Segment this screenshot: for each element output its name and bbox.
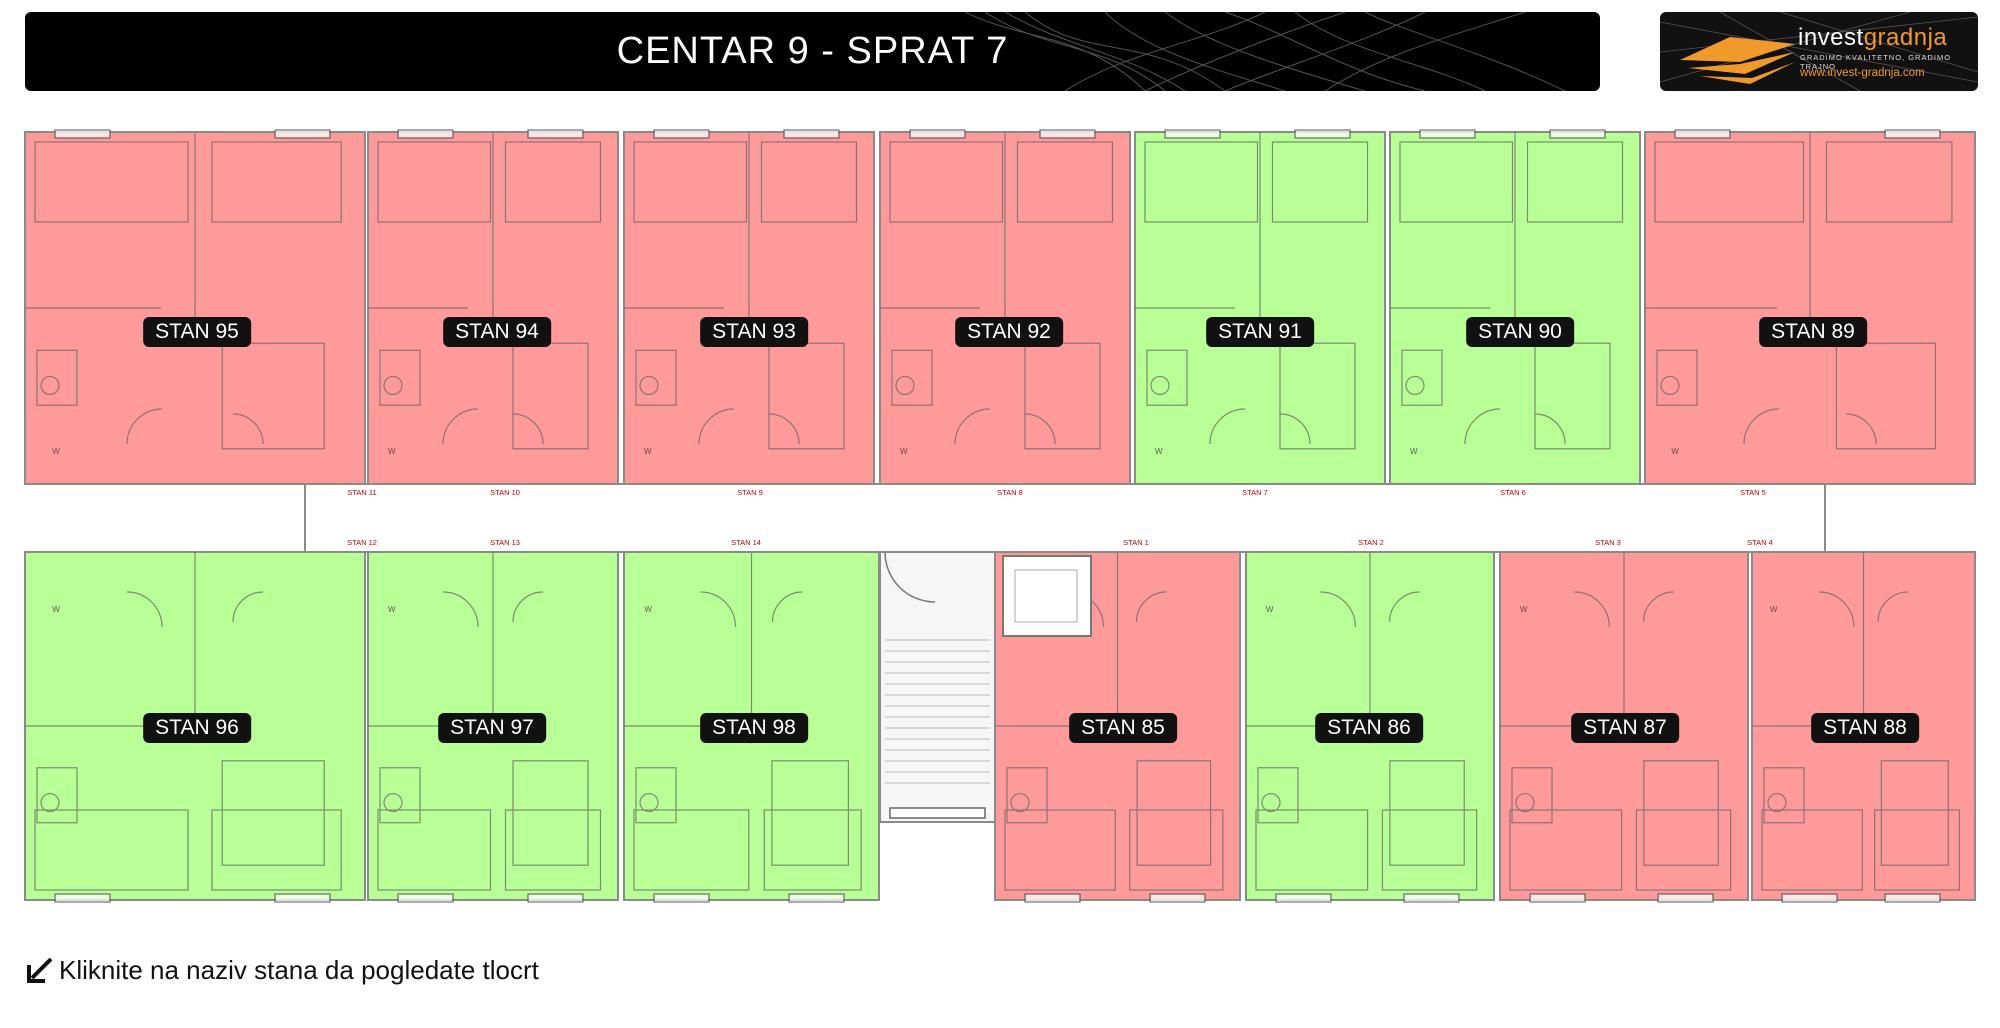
apartment-name-button[interactable]: STAN 93	[700, 317, 808, 347]
apartment-interior: W	[1500, 552, 1732, 903]
room-mark: W	[1410, 447, 1418, 456]
corridor-unit-label: STAN 5	[1740, 488, 1766, 497]
apartment-name-button[interactable]: STAN 88	[1811, 713, 1919, 743]
room-mark: W	[644, 447, 652, 456]
apartment-interior: W	[624, 129, 858, 456]
apartment-interior: W	[1645, 129, 1953, 456]
apartment-interior: W	[25, 129, 342, 456]
apartment-name-button[interactable]: STAN 85	[1069, 713, 1177, 743]
corridor-unit-label: STAN 6	[1500, 488, 1526, 497]
room-mark: W	[1520, 605, 1528, 614]
entry-door-arc	[884, 551, 936, 603]
room-mark: W	[1155, 447, 1163, 456]
logo-tagline: GRADIMO KVALITETNO, GRADIMO TRAJNO	[1800, 53, 1952, 71]
corridor-unit-label: STAN 12	[347, 538, 377, 547]
apartment-name-button[interactable]: STAN 92	[955, 317, 1063, 347]
logo-wordmark: investgradnja	[1798, 24, 1947, 52]
apartment-interior: W	[1752, 552, 1960, 903]
apartment-name-button[interactable]: STAN 90	[1466, 317, 1574, 347]
arrow-down-left-icon	[27, 957, 53, 983]
room-mark: W	[1671, 447, 1679, 456]
room-mark: W	[52, 447, 60, 456]
corridor-unit-label: STAN 2	[1358, 538, 1384, 547]
stairs	[885, 639, 990, 784]
apartment-name-button[interactable]: STAN 94	[443, 317, 551, 347]
room-mark: W	[1266, 605, 1274, 614]
corridor-unit-label: STAN 13	[490, 538, 520, 547]
hint-text: Kliknite na naziv stana da pogledate tlo…	[59, 954, 539, 985]
logo-wordmark-part1: invest	[1798, 24, 1864, 51]
corridor	[304, 483, 1826, 553]
logo-url[interactable]: www.invest-gradnja.com	[1800, 67, 1925, 79]
title-bar: CENTAR 9 - SPRAT 7	[25, 12, 1600, 91]
apartment-name-button[interactable]: STAN 98	[700, 713, 808, 743]
corridor-unit-label: STAN 8	[997, 488, 1023, 497]
apartment-interior: W	[368, 129, 602, 456]
room-mark: W	[388, 447, 396, 456]
logo-mark-icon	[1660, 12, 1978, 91]
elevator	[1002, 555, 1092, 637]
company-logo[interactable]: investgradnja GRADIMO KVALITETNO, GRADIM…	[1660, 12, 1978, 91]
corridor-unit-label: STAN 11	[347, 488, 376, 497]
corridor-unit-label: STAN 10	[490, 488, 520, 497]
apartment-interior: W	[880, 129, 1114, 456]
wave-pattern-decoration	[965, 12, 1566, 91]
room-mark: W	[1770, 605, 1778, 614]
room-mark: W	[388, 605, 396, 614]
apartment-interior: W	[1135, 129, 1369, 456]
page-title: CENTAR 9 - SPRAT 7	[616, 30, 1009, 72]
apartment-name-button[interactable]: STAN 86	[1315, 713, 1423, 743]
apartment-name-button[interactable]: STAN 89	[1759, 317, 1867, 347]
apartment-name-button[interactable]: STAN 96	[143, 713, 251, 743]
apartment-name-button[interactable]: STAN 95	[143, 317, 251, 347]
corridor-unit-label: STAN 1	[1123, 538, 1149, 547]
apartment-name-button[interactable]: STAN 87	[1571, 713, 1679, 743]
logo-wordmark-part2: gradnja	[1863, 24, 1948, 51]
room-mark: W	[900, 447, 908, 456]
instruction-hint: Kliknite na naziv stana da pogledate tlo…	[25, 950, 539, 990]
stair-window	[889, 807, 986, 819]
apartment-interior: W	[1390, 129, 1624, 456]
corridor-unit-label: STAN 9	[737, 488, 763, 497]
apartment-interior: W	[995, 552, 1224, 903]
room-mark: W	[644, 605, 652, 614]
apartment-interior: W	[25, 552, 342, 903]
corridor-unit-label: STAN 7	[1242, 488, 1268, 497]
apartment-name-button[interactable]: STAN 97	[438, 713, 546, 743]
room-mark: W	[52, 605, 60, 614]
apartment-name-button[interactable]: STAN 91	[1206, 317, 1314, 347]
apartment-interior: W	[624, 552, 862, 903]
elevator-cabin	[1014, 569, 1078, 623]
corridor-unit-label: STAN 3	[1595, 538, 1621, 547]
stairwell	[879, 551, 996, 823]
corridor-unit-label: STAN 14	[731, 538, 761, 547]
corridor-unit-label: STAN 4	[1747, 538, 1773, 547]
